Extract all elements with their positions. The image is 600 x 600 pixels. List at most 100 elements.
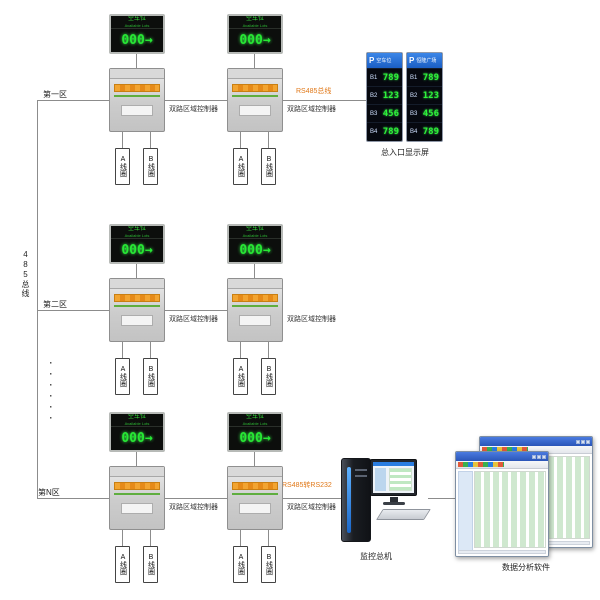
controller-green-line xyxy=(232,493,278,495)
available-count: 123 xyxy=(382,90,399,101)
wire-zone2-bus xyxy=(37,310,109,311)
zones-ellipsis: ······ xyxy=(46,358,56,424)
controller-caption: 双路区域控制器 xyxy=(287,106,336,113)
controller-label-plate xyxy=(239,503,271,514)
led-sign-subtitle: Available Lots xyxy=(242,233,268,238)
controller-top-strip xyxy=(110,279,164,289)
led-sign-header: 空车位 Available Lots xyxy=(229,414,281,427)
led-sign: 空车位 Available Lots 000→ xyxy=(227,224,283,264)
panel-row: B4 789 xyxy=(367,122,402,140)
controller-orange-stripe xyxy=(232,84,278,92)
led-sign: 空车位 Available Lots 000→ xyxy=(227,412,283,452)
parking-logo-icon: P xyxy=(369,56,375,65)
level-label: B2 xyxy=(410,92,418,99)
monitor-base xyxy=(383,502,405,505)
window-title-bar xyxy=(480,437,592,446)
rs232-link-label: RS485转RS232 xyxy=(282,482,332,489)
controller-top-strip xyxy=(228,279,282,289)
zone2-unit-2: 空车位 Available Lots 000→ 双路区域控制器 A线圈 B线圈 xyxy=(227,224,336,396)
wire-to-coil-b xyxy=(150,342,151,358)
led-sign-display: 000→ xyxy=(111,239,163,262)
close-icon xyxy=(542,454,546,459)
led-sign-display: 000→ xyxy=(111,29,163,52)
wire-sign-to-controller xyxy=(136,54,137,68)
wire-to-coil-b xyxy=(268,132,269,148)
level-label: B1 xyxy=(410,74,418,81)
controller-label-plate xyxy=(121,315,153,326)
controller-orange-stripe xyxy=(114,84,160,92)
pc-monitor xyxy=(370,459,417,496)
coil-b: B线圈 xyxy=(143,546,158,583)
pc-caption: 监控总机 xyxy=(360,552,392,561)
pc-drive-slot xyxy=(355,475,367,477)
coil-b: B线圈 xyxy=(261,546,276,583)
led-sign: 空车位 Available Lots 000→ xyxy=(109,14,165,54)
coil-b: B线圈 xyxy=(143,148,158,185)
led-sign-title: 空车位 xyxy=(127,226,146,232)
wire-sign-to-controller xyxy=(254,264,255,278)
led-sign-header: 空车位 Available Lots xyxy=(111,226,163,239)
controller-green-line xyxy=(114,95,160,97)
panel-row: B3 456 xyxy=(407,104,442,122)
content-parking-grid xyxy=(474,471,546,548)
screen-header-bar xyxy=(373,462,414,466)
pc-monitor-screen xyxy=(373,462,414,493)
content-status-bar xyxy=(458,550,546,554)
pc-keyboard xyxy=(376,509,431,520)
controller-orange-stripe xyxy=(114,482,160,490)
bus-label: 485总线 xyxy=(21,250,30,298)
led-sign-title: 空车位 xyxy=(127,16,146,22)
window-title-bar xyxy=(456,452,548,461)
screen-parking-grid xyxy=(389,468,412,491)
wire-485-bus xyxy=(37,100,38,499)
controller-caption: 双路区域控制器 xyxy=(169,316,218,323)
panel-row: B2 123 xyxy=(407,86,442,104)
led-sign-display: 000→ xyxy=(111,427,163,450)
led-sign-value: 000→ xyxy=(239,243,271,258)
window-buttons xyxy=(532,454,546,459)
wire-to-coil-a xyxy=(122,530,123,546)
controller-label-plate xyxy=(239,315,271,326)
controller-top-strip xyxy=(228,69,282,79)
led-sign-title: 空车位 xyxy=(245,226,264,232)
wire-to-coil-b xyxy=(150,132,151,148)
zone1-label: 第一区 xyxy=(43,90,67,99)
entrance-panel-2-title: 恒隆广场 xyxy=(416,57,437,64)
led-sign-display: 000→ xyxy=(229,29,281,52)
entrance-display-group: P 空车位 B1 789 B2 123 B3 456 B4 789 P xyxy=(366,52,443,142)
led-sign-subtitle: Available Lots xyxy=(242,23,268,28)
led-sign-header: 空车位 Available Lots xyxy=(229,16,281,29)
led-sign-display: 000→ xyxy=(229,239,281,262)
coil-a: A线圈 xyxy=(233,358,248,395)
zone-controller xyxy=(109,68,165,132)
maximize-icon xyxy=(581,439,585,444)
led-sign-subtitle: Available Lots xyxy=(124,23,150,28)
led-sign-title: 空车位 xyxy=(245,16,264,22)
entrance-panel-1-title: 空车位 xyxy=(376,57,392,64)
wire-to-coil-b xyxy=(150,530,151,546)
panel-row: B2 123 xyxy=(367,86,402,104)
maximize-icon xyxy=(537,454,541,459)
led-sign-title: 空车位 xyxy=(127,414,146,420)
wire-to-coil-b xyxy=(268,342,269,358)
controller-green-line xyxy=(114,493,160,495)
entrance-panel-2-header: P 恒隆广场 xyxy=(407,53,442,68)
wire-zoneN-mid xyxy=(165,498,227,499)
pc-drive-slot xyxy=(355,469,367,471)
controller-caption: 双路区域控制器 xyxy=(169,504,218,511)
wire-sign-to-controller xyxy=(136,452,137,466)
level-label: B1 xyxy=(370,74,378,81)
entrance-panel-2: P 恒隆广场 B1 789 B2 123 B3 456 B4 789 xyxy=(406,52,443,142)
wire-zone1-bus xyxy=(37,100,109,101)
led-sign-title: 空车位 xyxy=(245,414,264,420)
available-count: 789 xyxy=(382,126,399,137)
zone-controller xyxy=(227,278,283,342)
pc-tower xyxy=(341,458,371,542)
led-sign-subtitle: Available Lots xyxy=(124,233,150,238)
led-sign: 空车位 Available Lots 000→ xyxy=(109,412,165,452)
content-sidebar xyxy=(458,471,473,554)
coil-a: A线圈 xyxy=(115,148,130,185)
wire-zoneN-to-pc xyxy=(283,498,341,499)
zone-controller xyxy=(227,68,283,132)
wire-to-coil-a xyxy=(240,132,241,148)
